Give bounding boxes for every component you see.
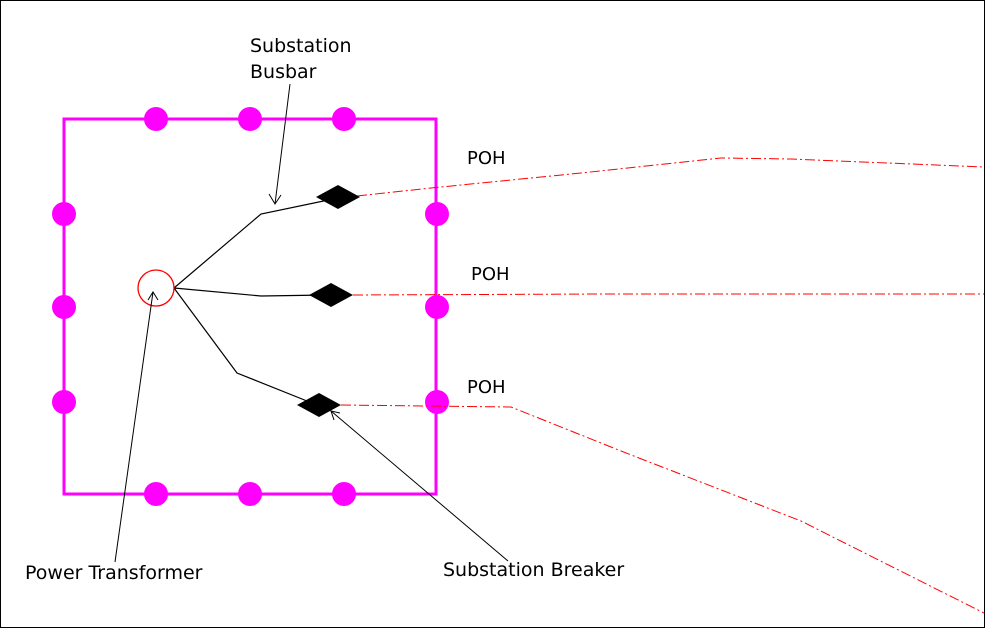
boundary-node xyxy=(238,107,262,131)
poh-label-top: POH xyxy=(467,148,506,169)
feeder-line-bottom xyxy=(340,404,984,614)
poh-label-middle: POH xyxy=(471,264,510,285)
breaker-diamond-bottom xyxy=(297,393,341,417)
substation-boundary xyxy=(62,117,438,496)
busbar-wire-bottom xyxy=(173,287,318,406)
boundary-node xyxy=(425,295,449,319)
feeder-line-middle xyxy=(352,293,984,296)
boundary-node xyxy=(52,390,76,414)
breaker-diamond-middle xyxy=(309,283,353,307)
breaker-leader-arrowhead xyxy=(330,410,341,421)
poh-label-bottom: POH xyxy=(467,377,506,398)
boundary-node xyxy=(52,295,76,319)
boundary-node xyxy=(238,482,262,506)
boundary-node xyxy=(332,107,356,131)
boundary-node xyxy=(144,482,168,506)
busbar-label-line2: Busbar xyxy=(250,61,317,83)
busbar-wire-middle xyxy=(173,287,328,297)
busbar-wire-top xyxy=(173,197,339,289)
power-transformer-icon xyxy=(137,269,175,307)
boundary-node xyxy=(425,202,449,226)
substation-breaker-label: Substation Breaker xyxy=(443,559,625,581)
busbar-leader-line xyxy=(274,83,291,205)
transformer-leader-line xyxy=(114,291,154,563)
feeder-line-top xyxy=(356,157,984,197)
busbar-leader-arrowhead xyxy=(268,193,282,205)
transformer-leader-arrowhead xyxy=(147,291,159,301)
boundary-node xyxy=(425,390,449,414)
power-transformer-label: Power Transformer xyxy=(25,562,203,584)
boundary-node xyxy=(52,202,76,226)
boundary-node xyxy=(144,107,168,131)
boundary-node xyxy=(332,482,356,506)
breaker-diamond-top xyxy=(316,185,360,209)
busbar-label-line1: Substation xyxy=(250,35,352,57)
breaker-leader-line xyxy=(330,410,509,562)
